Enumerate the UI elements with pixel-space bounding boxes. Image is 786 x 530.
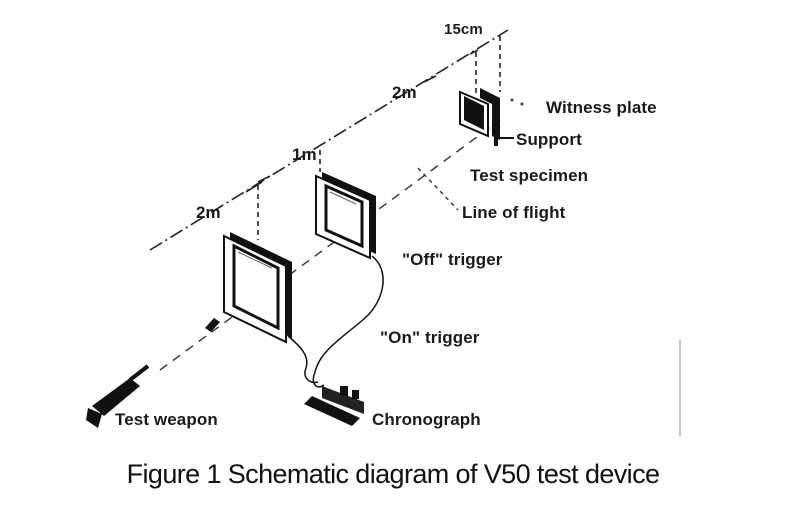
label-line-of-flight: Line of flight (462, 203, 566, 222)
label-2m-near: 2m (196, 203, 221, 222)
dimension-line (149, 29, 509, 251)
label-1m: 1m (292, 145, 317, 164)
trigger-cables (287, 255, 384, 388)
figure-caption: Figure 1 Schematic diagram of V50 test d… (127, 459, 660, 489)
projectile-icon (205, 318, 220, 332)
label-test-weapon: Test weapon (115, 410, 218, 429)
label-off-trigger: "Off" trigger (402, 250, 503, 269)
line-of-flight-path (159, 119, 501, 371)
test-specimen-assembly (459, 88, 524, 146)
off-trigger-frame (315, 172, 376, 260)
label-on-trigger: "On" trigger (380, 328, 480, 347)
label-test-specimen: Test specimen (470, 166, 588, 185)
test-weapon-icon (86, 364, 150, 428)
label-support: Support (516, 130, 582, 149)
on-trigger-frame (223, 232, 292, 344)
chronograph-icon (304, 386, 364, 426)
label-15cm: 15cm (444, 21, 483, 38)
label-chronograph: Chronograph (372, 410, 481, 429)
label-2m-far: 2m (392, 83, 417, 102)
label-witness-plate: Witness plate (546, 98, 657, 117)
